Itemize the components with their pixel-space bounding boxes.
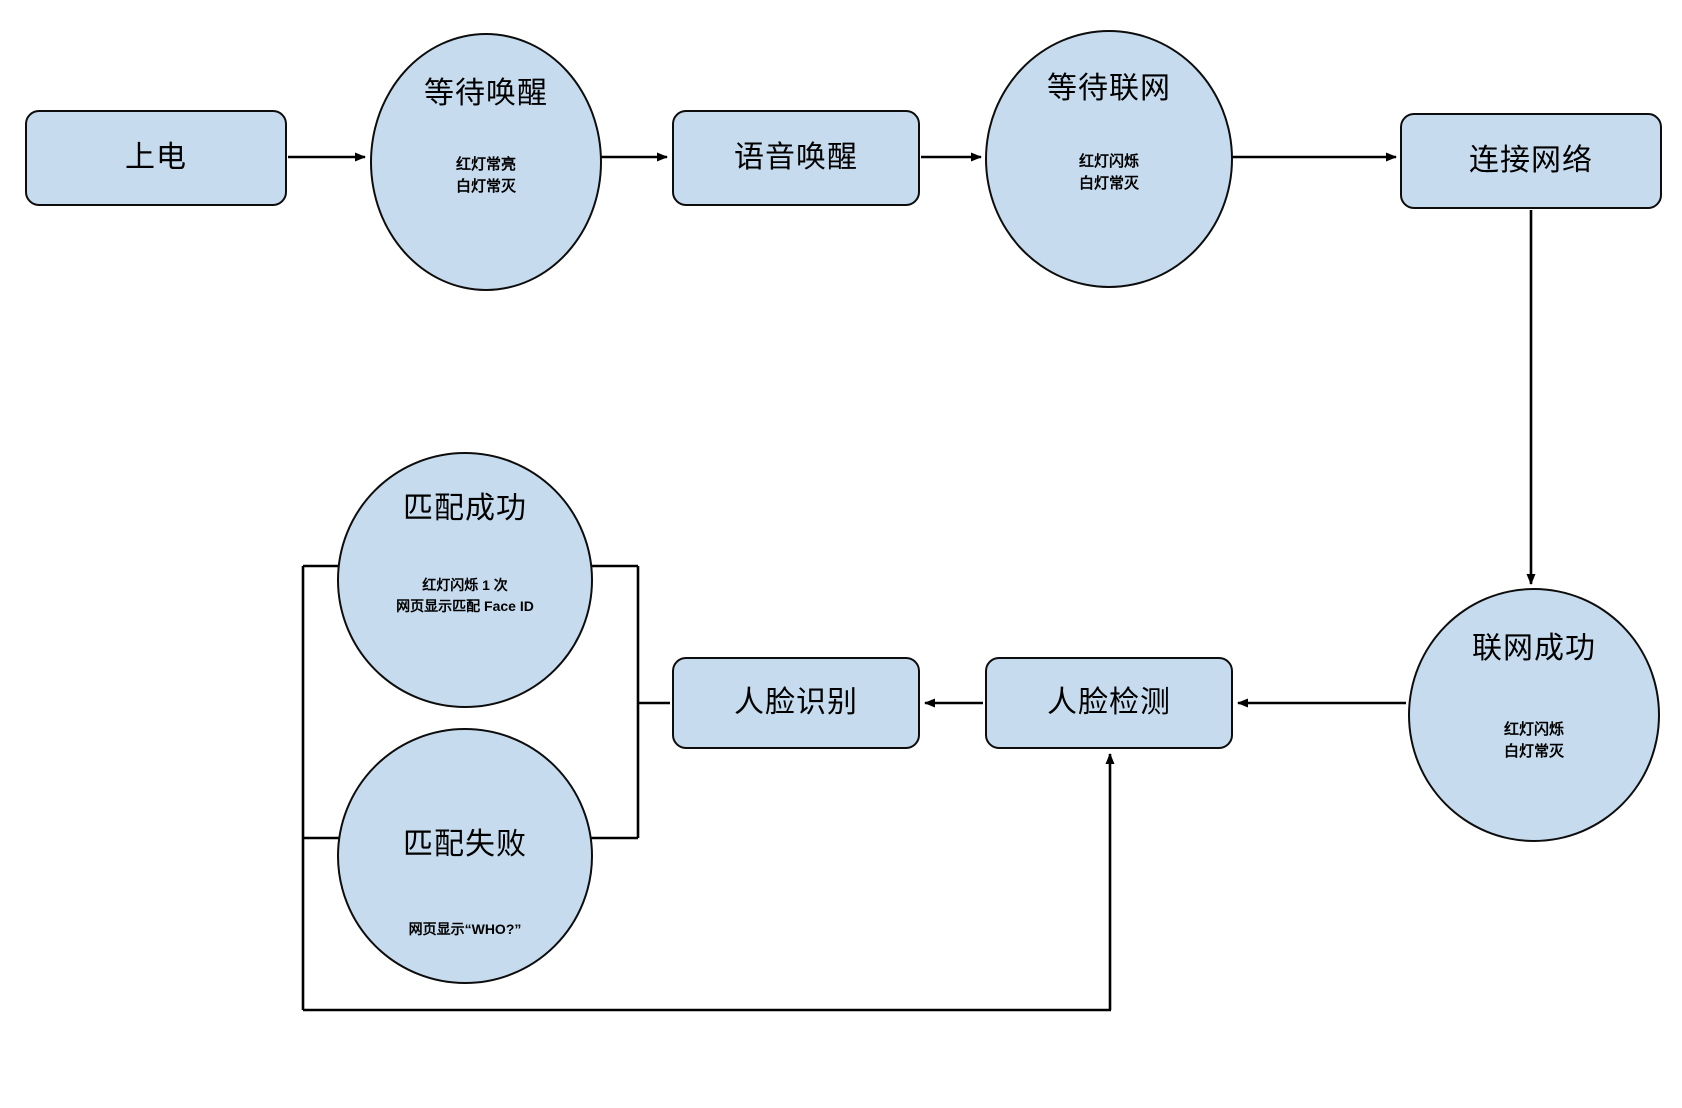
node-face-recognition[interactable]: 人脸识别 (672, 657, 920, 749)
node-connect-network[interactable]: 连接网络 (1400, 113, 1662, 209)
node-match-failure-label: 匹配失败 (403, 828, 527, 861)
node-wait-network[interactable]: 等待联网 红灯闪烁 白灯常灭 (985, 30, 1233, 288)
node-wait-wake-sublabel: 红灯常亮 白灯常灭 (455, 155, 516, 196)
node-face-recognition-label: 人脸识别 (734, 685, 858, 719)
node-wait-wake[interactable]: 等待唤醒 红灯常亮 白灯常灭 (370, 33, 602, 291)
node-face-detection[interactable]: 人脸检测 (985, 657, 1233, 749)
node-network-success-label: 联网成功 (1472, 632, 1596, 665)
node-face-detection-label: 人脸检测 (1047, 685, 1171, 719)
node-voice-wake[interactable]: 语音唤醒 (672, 110, 920, 206)
node-wait-wake-label: 等待唤醒 (424, 77, 548, 110)
node-connect-network-label: 连接网络 (1469, 143, 1593, 177)
node-power-on[interactable]: 上电 (25, 110, 287, 206)
node-match-failure-sublabel: 网页显示“WHO?” (408, 920, 522, 937)
node-match-success-sublabel: 红灯闪烁 1 次 网页显示匹配 Face ID (396, 576, 534, 614)
node-power-on-label: 上电 (125, 140, 187, 174)
node-match-success-label: 匹配成功 (403, 492, 527, 525)
node-network-success-sublabel: 红灯闪烁 白灯常灭 (1503, 720, 1564, 761)
node-wait-network-sublabel: 红灯闪烁 白灯常灭 (1078, 152, 1139, 193)
node-voice-wake-label: 语音唤醒 (734, 140, 858, 174)
node-match-failure[interactable]: 匹配失败 网页显示“WHO?” (337, 728, 593, 984)
node-match-success[interactable]: 匹配成功 红灯闪烁 1 次 网页显示匹配 Face ID (337, 452, 593, 708)
node-wait-network-label: 等待联网 (1047, 72, 1171, 105)
node-network-success[interactable]: 联网成功 红灯闪烁 白灯常灭 (1408, 588, 1660, 842)
